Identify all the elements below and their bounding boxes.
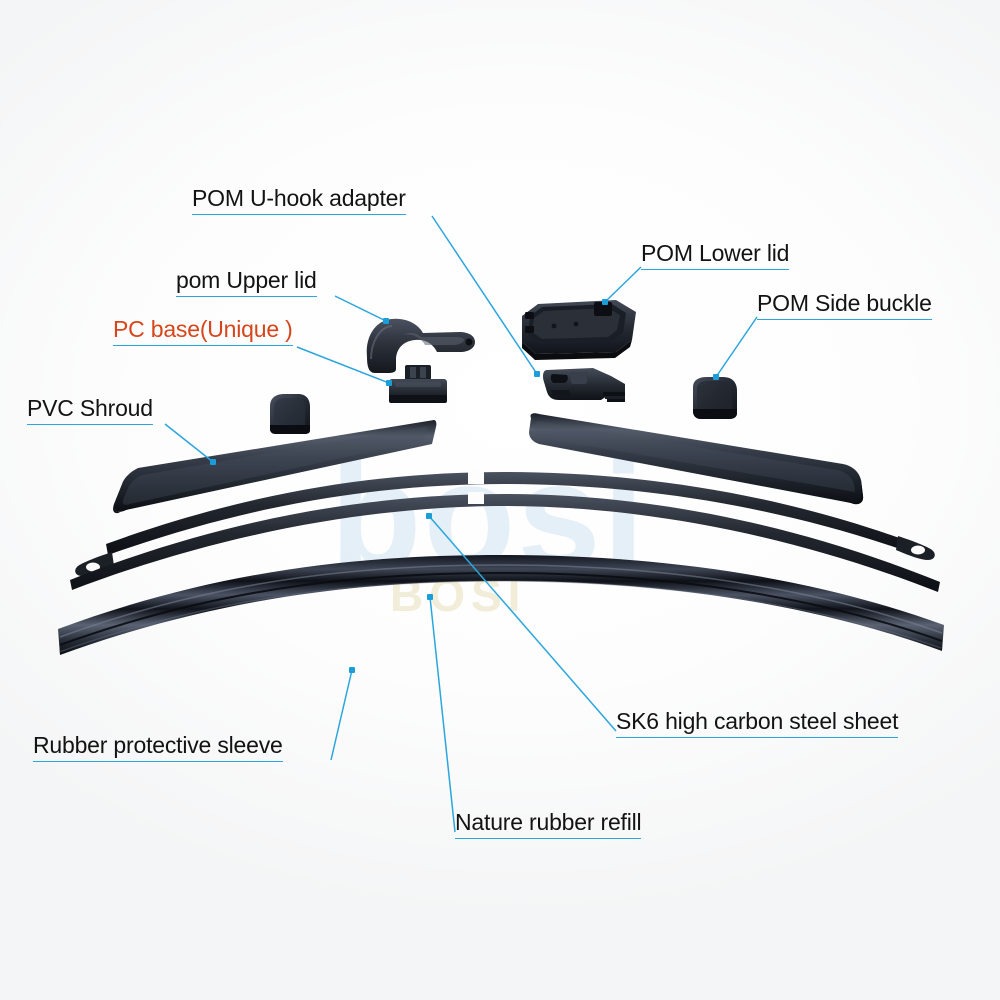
pom-lower-lid-part	[520, 292, 638, 360]
label-sk6-steel-sheet[interactable]: SK6 high carbon steel sheet	[616, 709, 898, 738]
label-pom-u-hook-adapter[interactable]: POM U-hook adapter	[192, 186, 406, 215]
pvc-shroud-right	[525, 412, 865, 512]
label-pc-base[interactable]: PC base(Unique )	[113, 317, 293, 346]
leader-rubber-sleeve	[330, 669, 353, 761]
label-nature-rubber-refill[interactable]: Nature rubber refill	[455, 810, 642, 839]
pvc-shroud-left	[108, 418, 438, 523]
steel-strip-upper	[60, 470, 950, 600]
pom-u-hook-part	[541, 362, 626, 405]
label-pom-upper-lid[interactable]: pom Upper lid	[176, 268, 317, 297]
pvc-shroud-cap	[266, 392, 313, 435]
leader-pom-side-buckle	[715, 316, 758, 378]
label-rubber-sleeve[interactable]: Rubber protective sleeve	[33, 733, 283, 762]
pom-side-buckle-part	[687, 375, 744, 420]
pc-base-part	[385, 365, 451, 407]
leader-dot-u-hook	[534, 371, 540, 377]
label-pom-side-buckle[interactable]: POM Side buckle	[757, 291, 932, 320]
label-pvc-shroud[interactable]: PVC Shroud	[27, 396, 153, 425]
leader-dot-rubber-sleeve	[349, 667, 355, 673]
label-pom-lower-lid[interactable]: POM Lower lid	[641, 241, 789, 270]
rubber-refill-strip	[50, 555, 950, 665]
